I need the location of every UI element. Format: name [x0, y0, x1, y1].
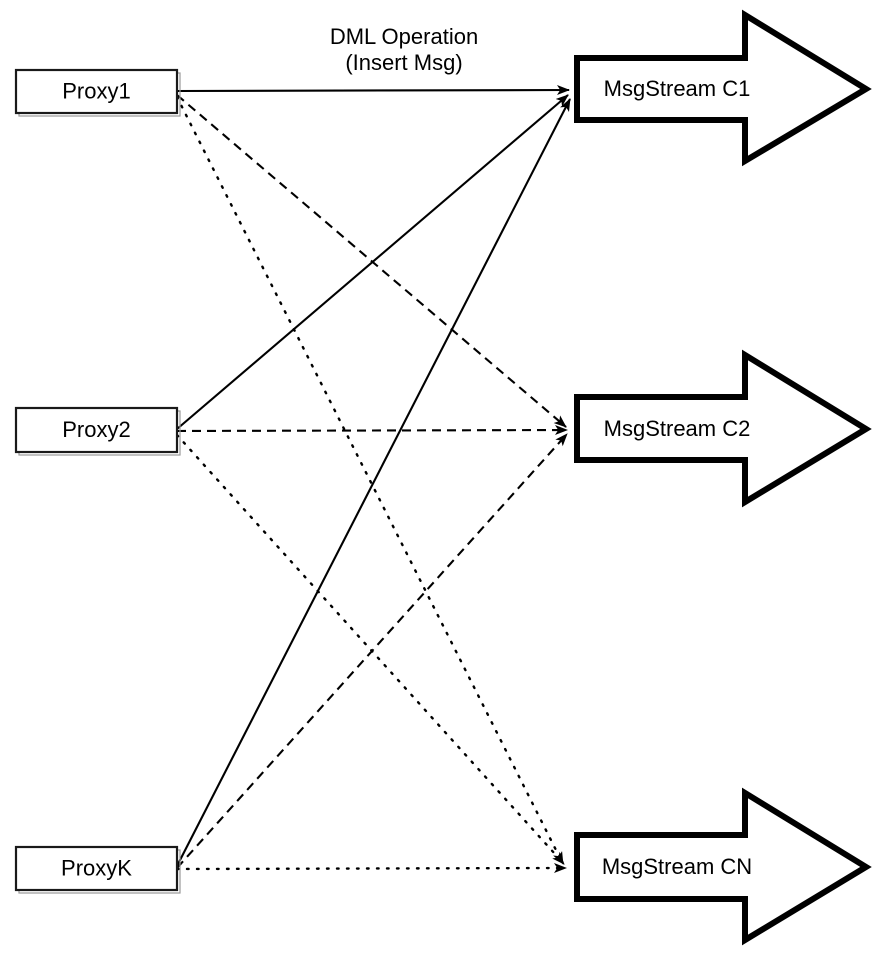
edge-proxy2-to-stream-c2	[176, 425, 568, 436]
proxy-node-proxyk[interactable]: ProxyK	[14, 845, 181, 894]
msgstream-cn-label: MsgStream CN	[602, 854, 752, 879]
edge-proxy1-to-stream-c2	[176, 94, 567, 428]
proxy-node-proxy2[interactable]: Proxy2	[14, 406, 181, 456]
proxy2-label: Proxy2	[62, 417, 130, 442]
msgstream-group: MsgStream C1 MsgStream C2 MsgStream CN	[574, 9, 872, 946]
proxy1-box[interactable]	[14, 68, 179, 115]
proxyk-box[interactable]	[14, 845, 179, 892]
edge-proxy2-to-stream-cn	[175, 433, 566, 866]
proxy-node-proxy1[interactable]: Proxy1	[14, 68, 181, 117]
msgstream-c1-arrow-shape[interactable]	[574, 9, 872, 167]
edge-proxy2-to-stream-c1	[176, 94, 569, 430]
msgstream-node-c1[interactable]: MsgStream C1	[574, 9, 872, 167]
msgstream-cn-arrow-shape[interactable]	[574, 787, 872, 946]
edge-proxyk-to-stream-cn	[175, 863, 568, 874]
msgstream-c1-label: MsgStream C1	[604, 76, 751, 101]
edge-proxy1-to-stream-cn	[175, 95, 565, 866]
proxy1-label: Proxy1	[62, 78, 130, 103]
msgstream-node-cn[interactable]: MsgStream CN	[574, 787, 872, 946]
proxy-node-group: Proxy1 Proxy2 ProxyK	[14, 68, 181, 894]
edge-proxyk-to-stream-c1	[176, 98, 571, 867]
msgstream-c2-arrow-shape[interactable]	[574, 349, 872, 508]
proxyk-label: ProxyK	[61, 855, 132, 880]
msgstream-c2-label: MsgStream C2	[604, 416, 751, 441]
edge-proxy1-to-stream-c1	[176, 85, 570, 96]
dml-operation-label: DML Operation (Insert Msg)	[330, 24, 478, 75]
edge-proxyk-to-stream-c2	[176, 433, 568, 869]
dml-operation-label-line2: (Insert Msg)	[345, 50, 462, 75]
proxy2-box[interactable]	[14, 406, 179, 454]
msgstream-node-c2[interactable]: MsgStream C2	[574, 349, 872, 508]
edge-layer	[175, 85, 571, 874]
dml-operation-label-line1: DML Operation	[330, 24, 478, 49]
